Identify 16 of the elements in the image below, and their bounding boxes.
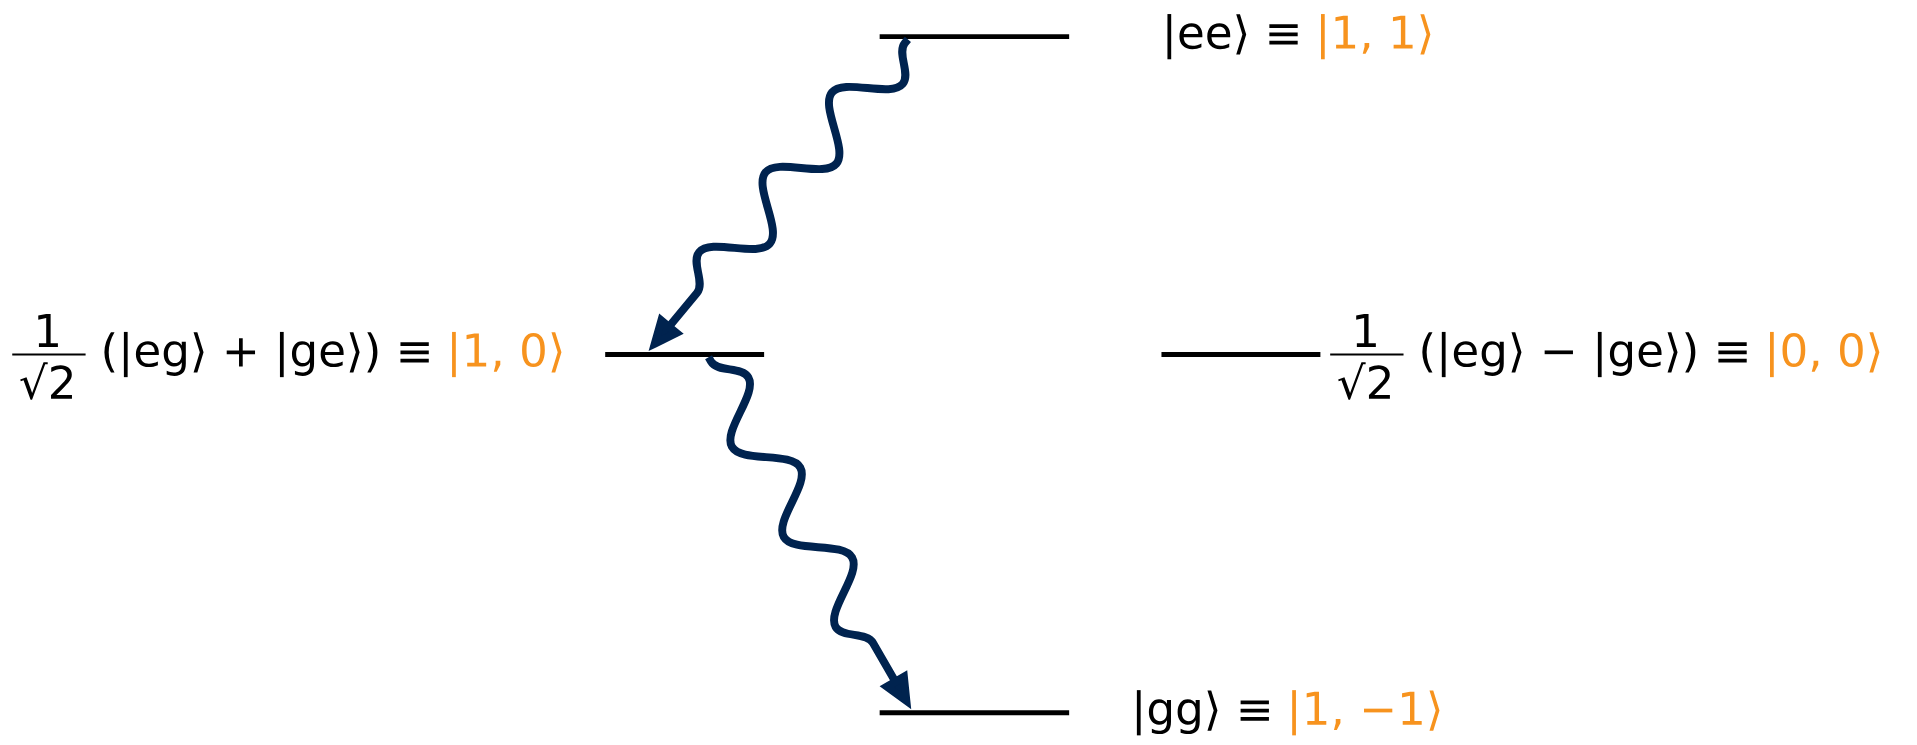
energy-level: [1161, 352, 1321, 358]
energy-level: [879, 34, 1070, 40]
state-label: |1, 0⟩: [452, 332, 562, 378]
state-label: |gg⟩ ≡: [1136, 690, 1269, 736]
state-label: |ee⟩ ≡: [1167, 14, 1298, 60]
energy-level: [605, 352, 765, 358]
state-label: √2: [1338, 362, 1390, 400]
state-label: (|eg⟩ + |ge⟩) ≡: [104, 332, 429, 378]
state-label: |0, 0⟩: [1770, 332, 1880, 378]
state-label: |1, −1⟩: [1292, 690, 1440, 736]
state-label: 1: [1356, 314, 1376, 348]
energy-level: [879, 710, 1070, 716]
state-label: |1, 1⟩: [1321, 14, 1431, 60]
state-label: 1: [38, 314, 58, 348]
state-label: (|eg⟩ − |ge⟩) ≡: [1422, 332, 1747, 378]
state-label: √2: [20, 362, 72, 400]
